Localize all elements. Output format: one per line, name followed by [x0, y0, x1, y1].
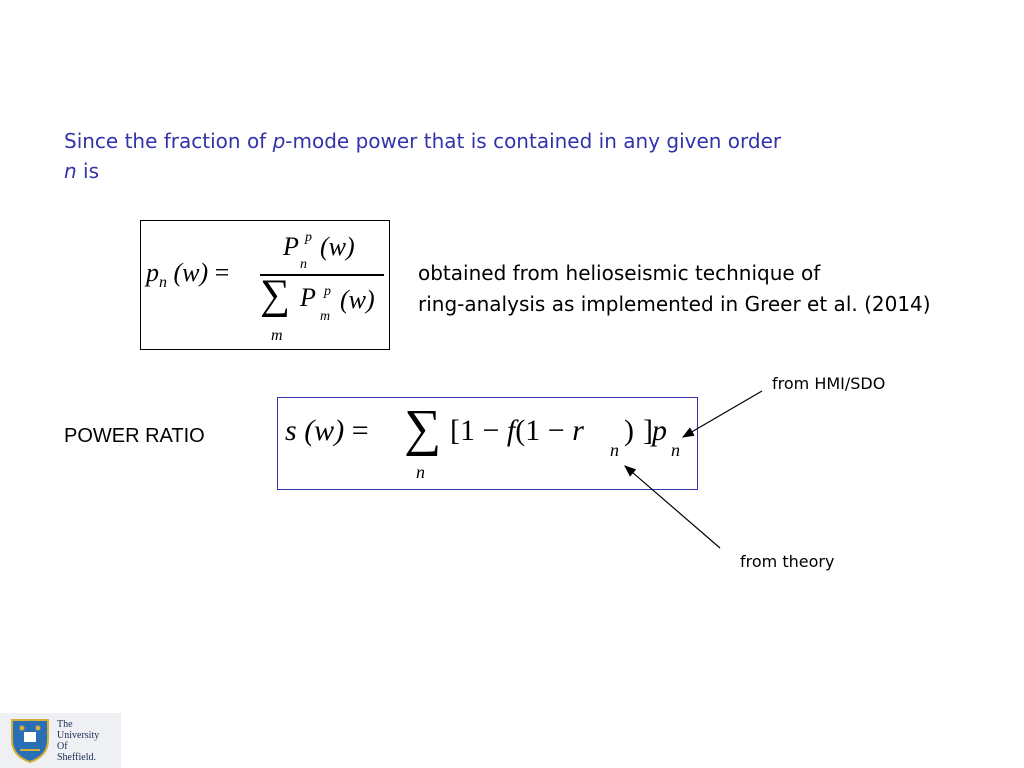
arrow-to-r-n [624, 465, 721, 549]
equation-1-den-sup: p [324, 284, 331, 299]
equation-1-lhs: pn (w) = [146, 258, 230, 292]
arrow-to-p-n [681, 390, 763, 438]
power-ratio-label: POWER RATIO [64, 425, 205, 447]
equation-1-num-sup: p [305, 230, 312, 245]
shield-icon [11, 719, 49, 764]
equation-2-close-paren: ) [624, 414, 634, 447]
equation-2-box [277, 397, 698, 490]
intro-part: Since the fraction of [64, 129, 273, 153]
university-name: The University Of Sheffield. [57, 719, 100, 763]
intro-text: Since the fraction of p-mode power that … [64, 126, 964, 186]
equation-1-den-arg: (w) [340, 285, 375, 314]
intro-part: -mode power that is contained in any giv… [285, 129, 782, 153]
sum-symbol: ∑ [260, 272, 290, 318]
equation-2-r-sub: n [610, 440, 619, 460]
sum-index: n [416, 462, 425, 482]
equation-1-num-sub: n [300, 257, 307, 272]
sum-symbol: ∑ [404, 400, 442, 457]
equation-1-den-P: P [300, 283, 316, 312]
equation-1-den-sub: m [320, 309, 331, 324]
annotation-hmi-sdo: from HMI/SDO [772, 374, 886, 393]
equation-1-numerator: P [283, 232, 299, 261]
equation-2-p: p [652, 414, 667, 447]
annotation-theory: from theory [740, 552, 835, 571]
fraction-bar [260, 274, 384, 276]
equation-2-p-sub: n [671, 440, 680, 460]
intro-part: is [76, 159, 100, 183]
intro-p-variable: p [272, 129, 286, 153]
equation-2-rhs: [1 − f(1 − r [450, 414, 584, 447]
equation-1-box [140, 220, 390, 350]
sum-index: m [271, 327, 283, 344]
equation-1-description: obtained from helioseismic technique of … [418, 261, 931, 316]
equation-1-num-arg: (w) [320, 232, 355, 261]
intro-n-variable: n [64, 159, 77, 183]
equation-2-close-bracket: ] [643, 414, 653, 447]
equation-2-lhs: s (w) = [285, 414, 369, 447]
